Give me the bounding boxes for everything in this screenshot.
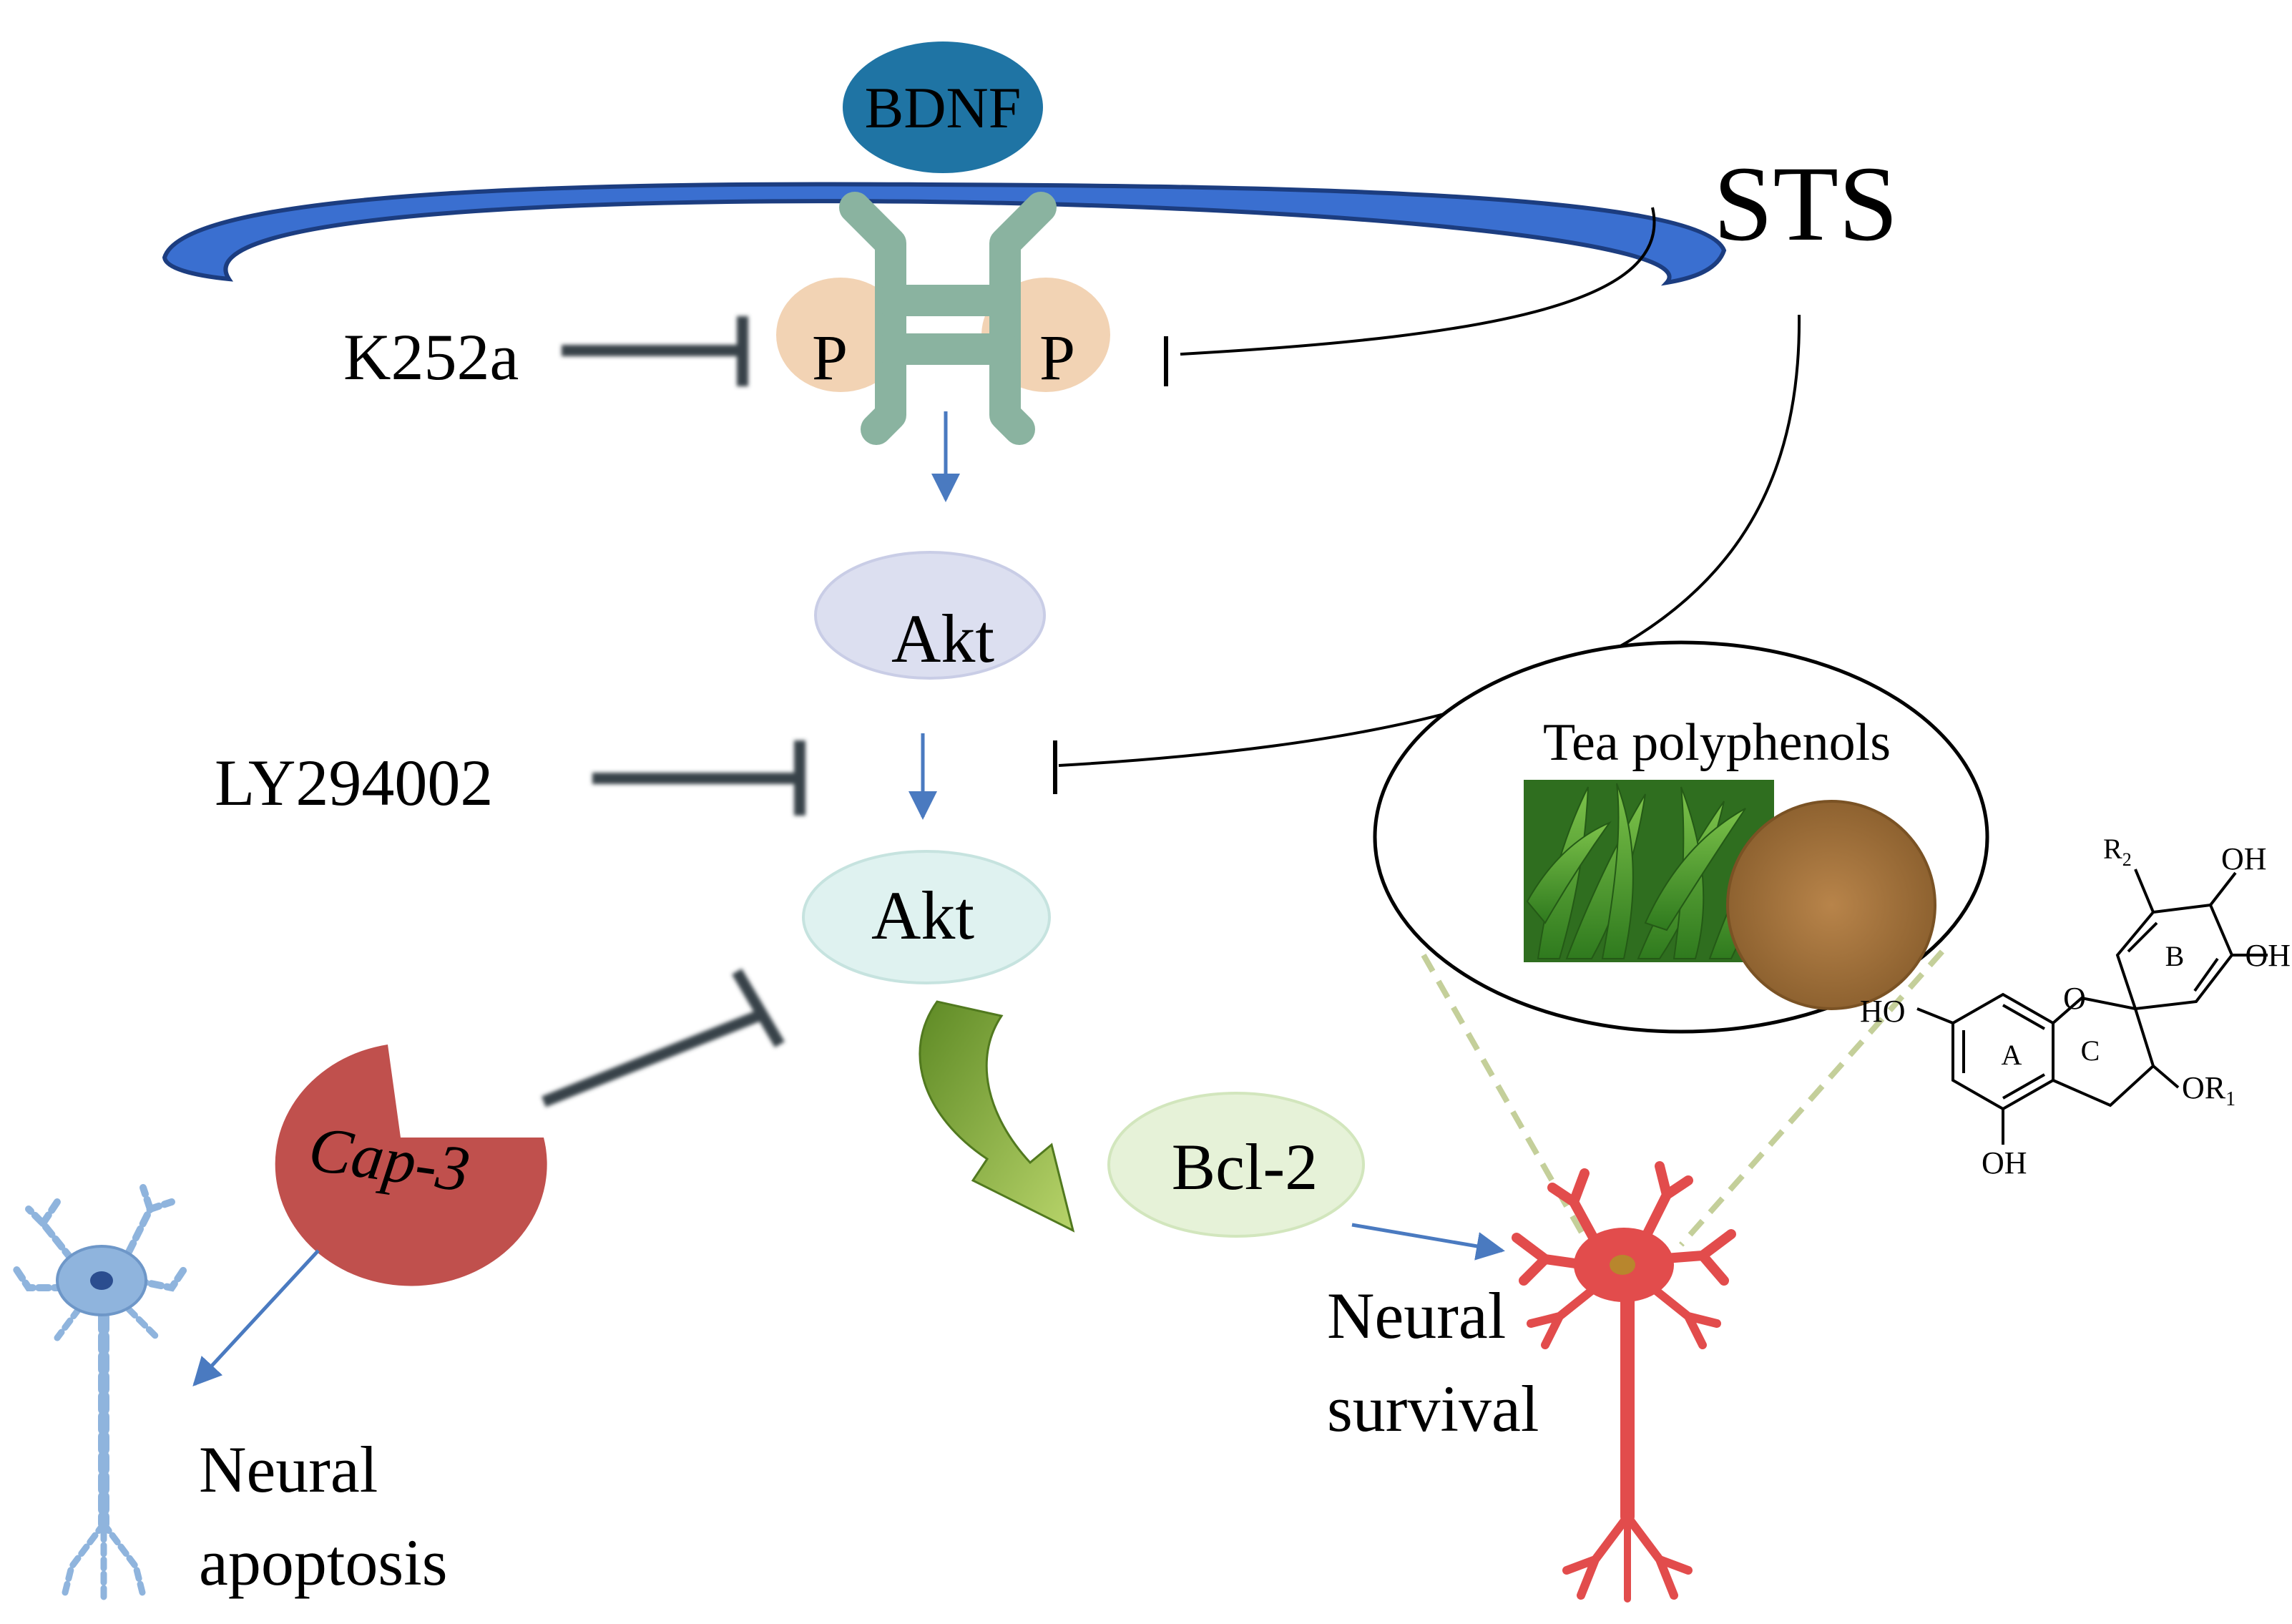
ring-b-label: B: [2165, 940, 2185, 972]
cell-membrane: [162, 182, 1727, 286]
oh-top-label: OH: [2221, 841, 2267, 876]
akt-to-bcl2-curved-arrow: [919, 1000, 1075, 1233]
r2-label: R2: [2103, 833, 2132, 870]
ly294002-inhibit-arrow: [592, 740, 805, 816]
neural-apoptosis-label-line2: apoptosis: [199, 1526, 448, 1599]
catechin-structure: [1916, 869, 2268, 1145]
cap3-to-apoptosis-arrow: [192, 1249, 320, 1386]
akt-top-label: Akt: [891, 600, 994, 677]
neural-apoptosis-label-line1: Neural: [199, 1433, 378, 1506]
akt-bottom-label: Akt: [871, 877, 974, 954]
cap3-inhibit-akt: [542, 968, 785, 1107]
apoptotic-neuron-icon: [11, 1184, 190, 1606]
bdnf-node: [843, 41, 1043, 173]
or1-label: OR1: [2182, 1070, 2235, 1110]
bdnf-label: BDNF: [865, 75, 1022, 140]
neural-survival-label-line2: survival: [1327, 1372, 1539, 1445]
sts-inhibit-receptor-line: [1180, 207, 1656, 356]
tea-dashed-line-right: [1679, 949, 1944, 1247]
sts-label: STS: [1713, 145, 1898, 263]
bcl2-to-survival-arrow: [1351, 1223, 1505, 1261]
phosphate-left-label: P: [812, 323, 848, 393]
catechin-labels: A B C O HO OH OR1 R2 OH OH: [1860, 833, 2291, 1180]
bcl2-label: Bcl-2: [1172, 1130, 1318, 1203]
ring-c-label: C: [2081, 1034, 2100, 1067]
ho-left-label: HO: [1860, 994, 1906, 1029]
surviving-neuron-nucleus: [1610, 1255, 1635, 1275]
akt-top-node: [814, 551, 1046, 680]
tea-powder-image: [1726, 800, 1936, 1010]
k252a-label: K252a: [343, 321, 519, 393]
phosphate-left: [776, 278, 905, 392]
phosphate-right-label: P: [1039, 323, 1075, 393]
neural-survival-label-line1: Neural: [1327, 1279, 1506, 1352]
oh-bottom-label: OH: [1982, 1145, 2027, 1180]
bcl2-node: [1107, 1092, 1365, 1238]
cap3-shape: [275, 1045, 547, 1286]
akt-bottom-node: [802, 850, 1051, 984]
ly294002-label: LY294002: [215, 746, 493, 819]
k252a-inhibit-arrow: [562, 316, 748, 386]
surviving-neuron-icon: [1512, 1161, 1736, 1603]
apoptotic-neuron-nucleus: [90, 1271, 113, 1290]
o-ring-label: O: [2063, 981, 2086, 1016]
trkb-receptor: [839, 192, 1057, 445]
tea-polyphenols-label: Tea polyphenols: [1543, 713, 1891, 772]
ring-a-label: A: [2002, 1039, 2022, 1071]
oh-right-label: OH: [2245, 938, 2291, 973]
